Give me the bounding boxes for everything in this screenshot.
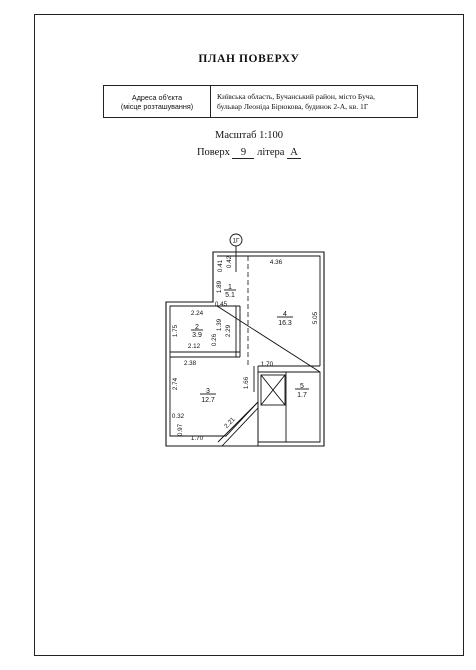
dim-2-38: 2.38 [184,360,197,367]
dim-0-45: 0.45 [215,301,228,308]
floor-value: 9 [232,147,255,159]
dim-2-24: 2.24 [191,310,204,317]
dim-1-70-bottom: 1.70 [191,435,204,442]
room-2-walls [170,305,241,358]
dim-2-12: 2.12 [188,343,201,350]
dim-0-97: 0.97 [177,423,184,436]
dim-1-39: 1.39 [216,318,223,331]
kitchen-partition [253,365,320,446]
room-3-area: 12.7 [201,397,215,404]
room-5-number: 5 [300,383,304,390]
floor-line: Поверх 9 літера А [34,147,464,159]
dim-1-70-top: 1.70 [261,361,274,368]
outer-wall [165,251,325,447]
litera-value: А [287,147,302,159]
address-value-line1: Київська область, Бучанський район, міст… [217,91,375,101]
dim-5-05: 5.05 [312,311,319,324]
address-label-cell: Адреса об'єкта (місце розташування) [104,86,211,117]
axis-marker-label: 1Г [233,238,241,245]
room-3-number: 3 [206,388,210,395]
dim-4-36: 4.36 [270,259,283,266]
room-5-area: 1.7 [297,392,307,399]
dim-1-89: 1.89 [216,280,223,293]
room-2-area: 3.9 [192,332,202,339]
page-title: ПЛАН ПОВЕРХУ [198,53,300,65]
sheet-frame [34,14,464,656]
address-value-line2: бульвар Леоніда Бірюкова, будинок 2-А, к… [217,101,369,111]
outer-wall-inner [169,255,321,443]
dim-1-75: 1.75 [172,324,179,337]
room-2-number: 2 [195,324,199,331]
room-1-number: 1 [228,284,232,291]
scale-label: Масштаб 1:100 [214,130,283,141]
floor-label: Поверх [196,147,230,158]
address-value-cell: Київська область, Бучанський район, міст… [211,86,417,117]
room-1-area: 5.1 [225,292,235,299]
shaft-cross [260,374,286,406]
angled-wall [217,401,259,447]
dim-0-32: 0.32 [172,413,185,420]
dim-2-29: 2.29 [225,324,232,337]
address-label-line2: (місце розташування) [120,101,194,111]
dim-0-26: 0.26 [211,333,218,346]
dim-1-66: 1.66 [243,376,250,389]
dim-0-42: 0.42 [226,255,233,268]
address-table: Адреса об'єкта (місце розташування) Київ… [103,85,418,118]
address-label-line1: Адреса об'єкта [131,92,183,102]
dim-0-41: 0.41 [217,259,224,272]
room-4-area: 16.3 [278,320,292,327]
axis-circle [229,233,243,247]
dim-2-74: 2.74 [172,377,179,390]
room-4-number: 4 [283,311,287,318]
shaft-box [260,374,286,406]
litera-label: літера [257,147,285,158]
